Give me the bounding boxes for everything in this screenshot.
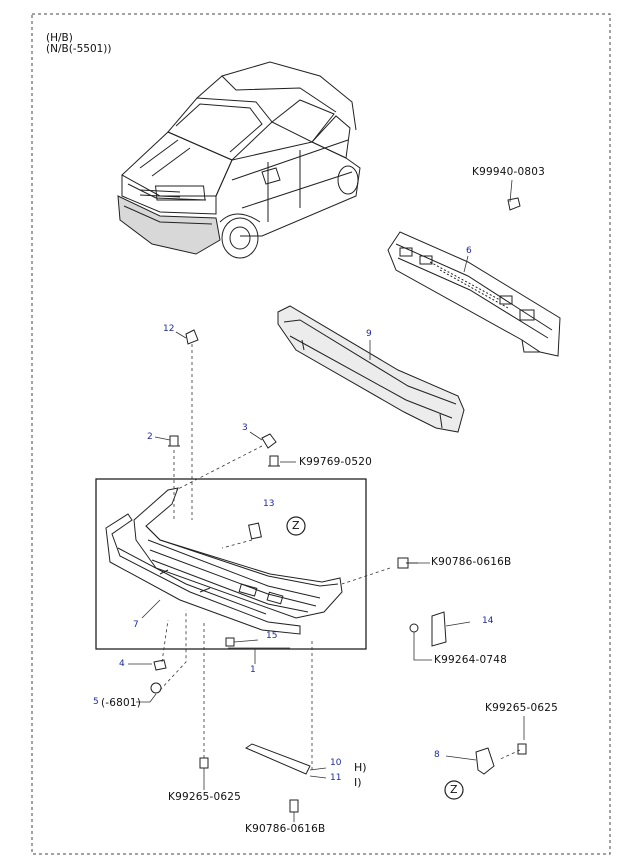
part-number-k99940-0803: K99940-0803 — [472, 166, 545, 178]
callout-15: 15 — [266, 631, 278, 641]
reinforcement-bar — [387, 231, 561, 357]
callout-7: 7 — [133, 620, 139, 630]
suffix-h: H) — [354, 761, 367, 774]
part-number-k99264-0748: K99264-0748 — [434, 654, 507, 666]
callout-3: 3 — [242, 423, 248, 433]
bumper-assembly-frame — [95, 478, 367, 650]
callout-1: 1 — [250, 665, 256, 675]
vehicle-illustration — [117, 61, 361, 259]
header-line-1: (H/B) — [46, 32, 73, 44]
part-number-k90786-0616b-upper: K90786-0616B — [431, 556, 512, 568]
callout-11: 11 — [330, 773, 342, 783]
suffix-i: I) — [354, 776, 362, 789]
callout-9: 9 — [366, 329, 372, 339]
outer-frame — [31, 13, 611, 855]
bumper-cover — [105, 487, 343, 635]
callout-12: 12 — [163, 324, 175, 334]
z-marker-1-label: Z — [292, 519, 300, 532]
part-number-k99265-0625-right: K99265-0625 — [485, 702, 558, 714]
part-number-k99769-0520: K99769-0520 — [299, 456, 372, 468]
callout-10: 10 — [330, 758, 342, 768]
callout-2: 2 — [147, 432, 153, 442]
z-markers — [286, 516, 464, 800]
callout-4: 4 — [119, 659, 125, 669]
part-number-k99265-0625-lower: K99265-0625 — [168, 791, 241, 803]
part-number-k90786-0616b-lower: K90786-0616B — [245, 823, 326, 835]
callout-leaders — [128, 179, 525, 822]
callout-13: 13 — [263, 499, 275, 509]
callout-14: 14 — [482, 616, 494, 626]
callout-6: 6 — [466, 246, 472, 256]
z-marker-2-label: Z — [450, 783, 458, 796]
leader-lines — [159, 344, 521, 770]
range-note-6801: (-6801) — [101, 697, 142, 709]
bumper-absorber — [277, 305, 465, 433]
callout-8: 8 — [434, 750, 440, 760]
callout-5: 5 — [93, 697, 99, 707]
header-line-2: (N/B(-5501)) — [46, 43, 112, 55]
